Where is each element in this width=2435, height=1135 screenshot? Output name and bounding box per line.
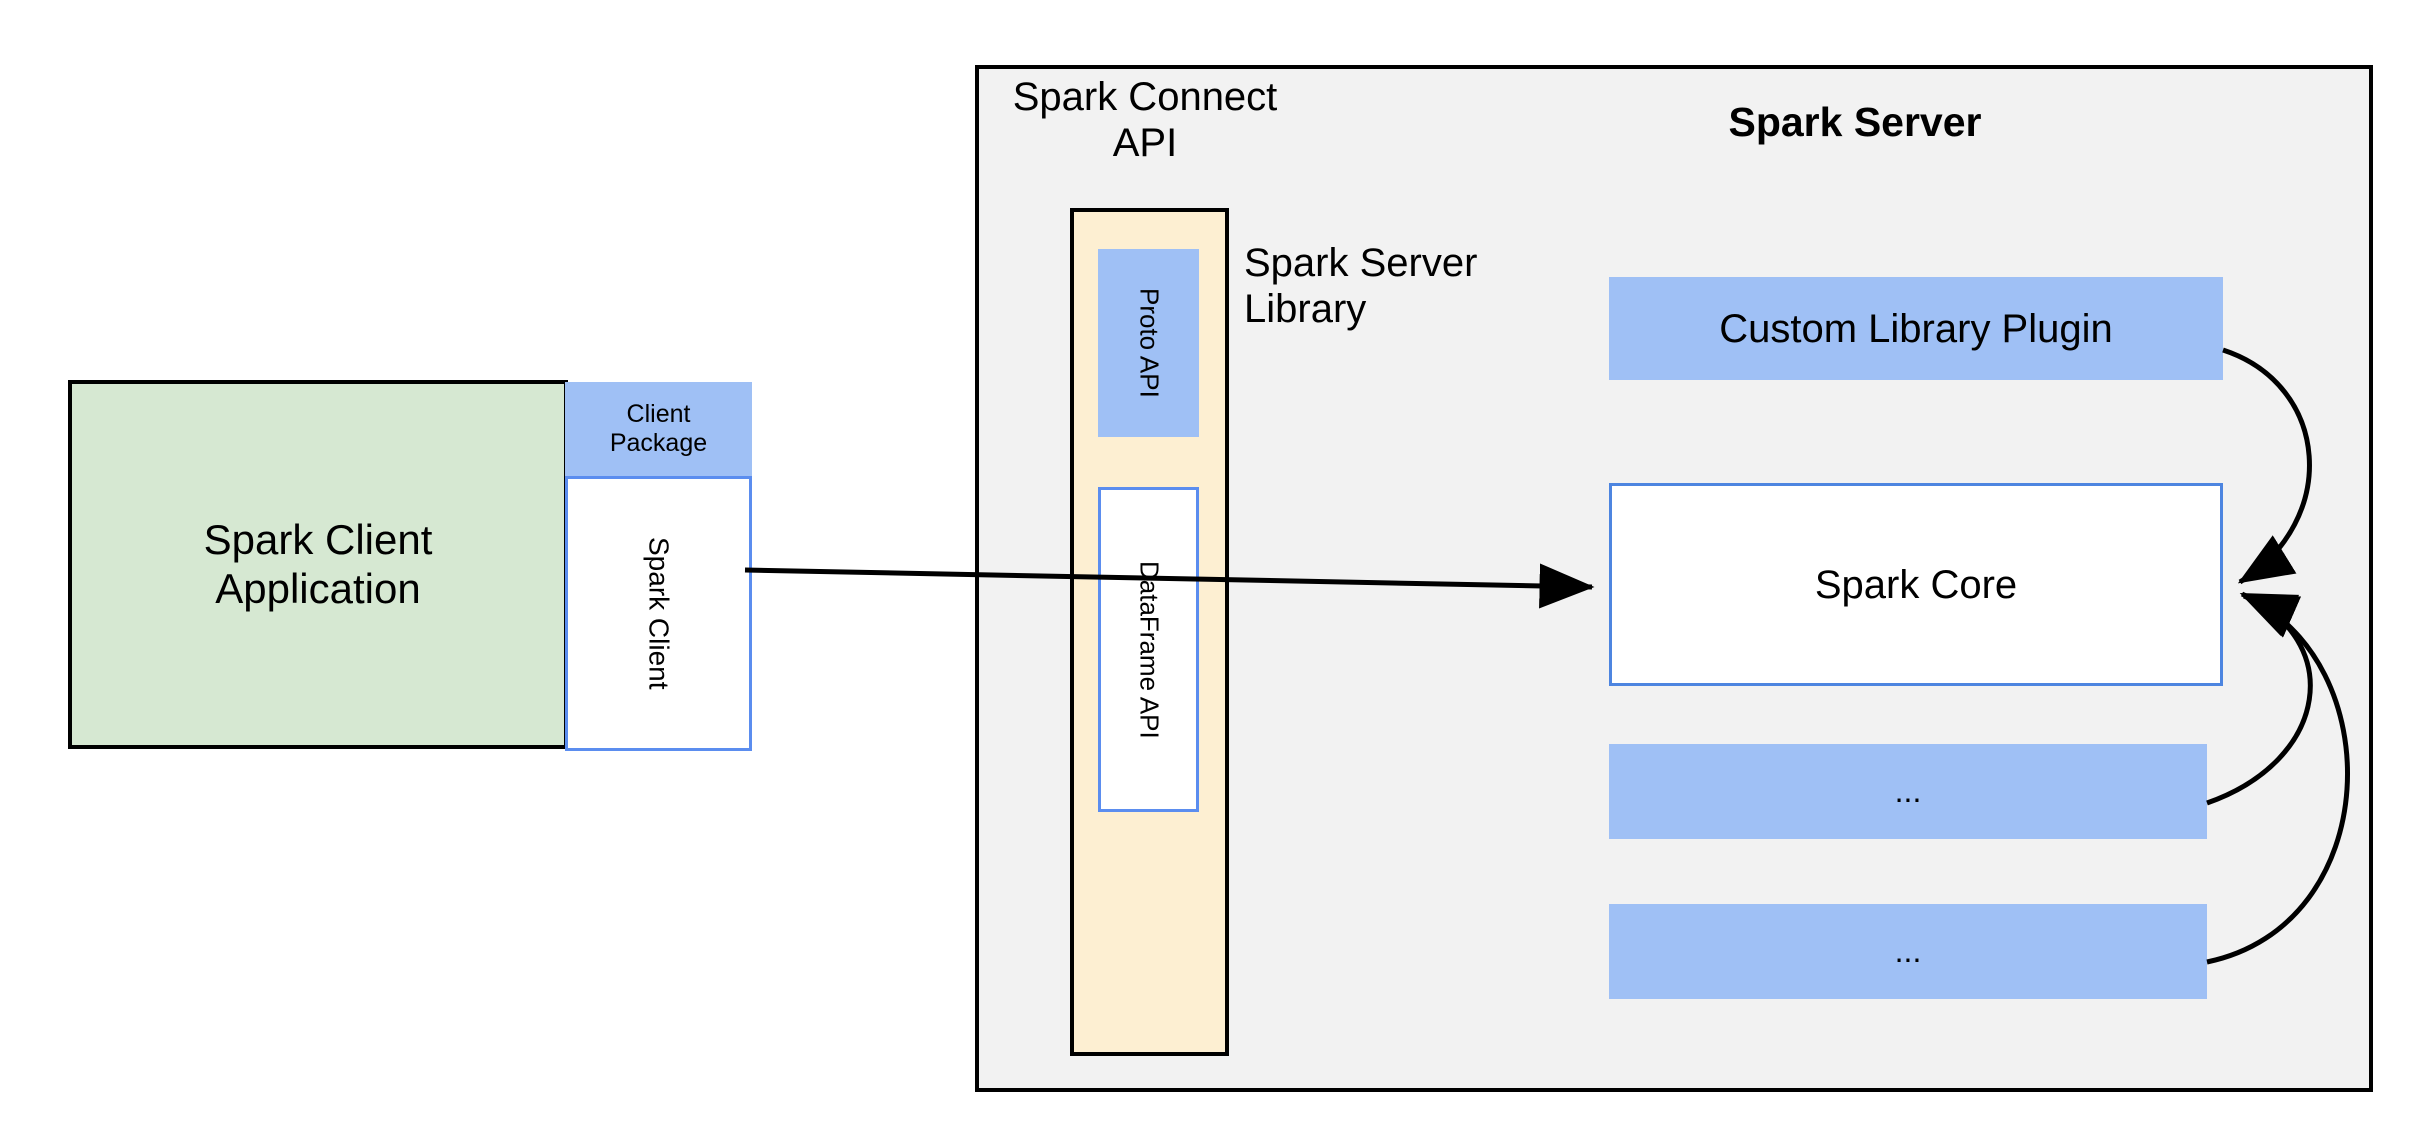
dataframe-api-label: DataFrame API — [1134, 560, 1165, 739]
server-component-ellipsis-1[interactable]: ... — [1609, 744, 2207, 839]
spark-core-box[interactable]: Spark Core — [1609, 483, 2223, 686]
client-package-line1: Client — [626, 400, 691, 429]
client-package-line2: Package — [609, 429, 708, 457]
spark-server-title: Spark Server — [1728, 99, 1982, 146]
spark-server-library-line2: Library — [1244, 287, 1367, 331]
spark-client-application-line2: Application — [215, 564, 421, 612]
client-package-box[interactable]: Client Package — [565, 382, 752, 476]
spark-connect-api-line2: API — [1112, 121, 1178, 165]
spark-connect-api-label: Spark Connect API — [1000, 70, 1290, 170]
proto-api-label: Proto API — [1134, 288, 1165, 398]
proto-api-box[interactable]: Proto API — [1098, 249, 1199, 437]
spark-client-application-line1: Spark Client — [203, 516, 433, 564]
custom-library-plugin-box[interactable]: Custom Library Plugin — [1609, 277, 2223, 380]
spark-client-box[interactable]: Spark Client — [565, 476, 752, 751]
server-component-ellipsis-2[interactable]: ... — [1609, 904, 2207, 999]
spark-connect-api-line1: Spark Connect — [1012, 75, 1278, 119]
spark-server-library-label: Spark Server Library — [1244, 240, 1544, 350]
dataframe-api-box[interactable]: DataFrame API — [1098, 487, 1199, 812]
spark-server-library-line1: Spark Server — [1244, 241, 1478, 285]
spark-client-application-box[interactable]: Spark Client Application — [68, 380, 568, 749]
spark-client-label: Spark Client — [643, 537, 675, 690]
